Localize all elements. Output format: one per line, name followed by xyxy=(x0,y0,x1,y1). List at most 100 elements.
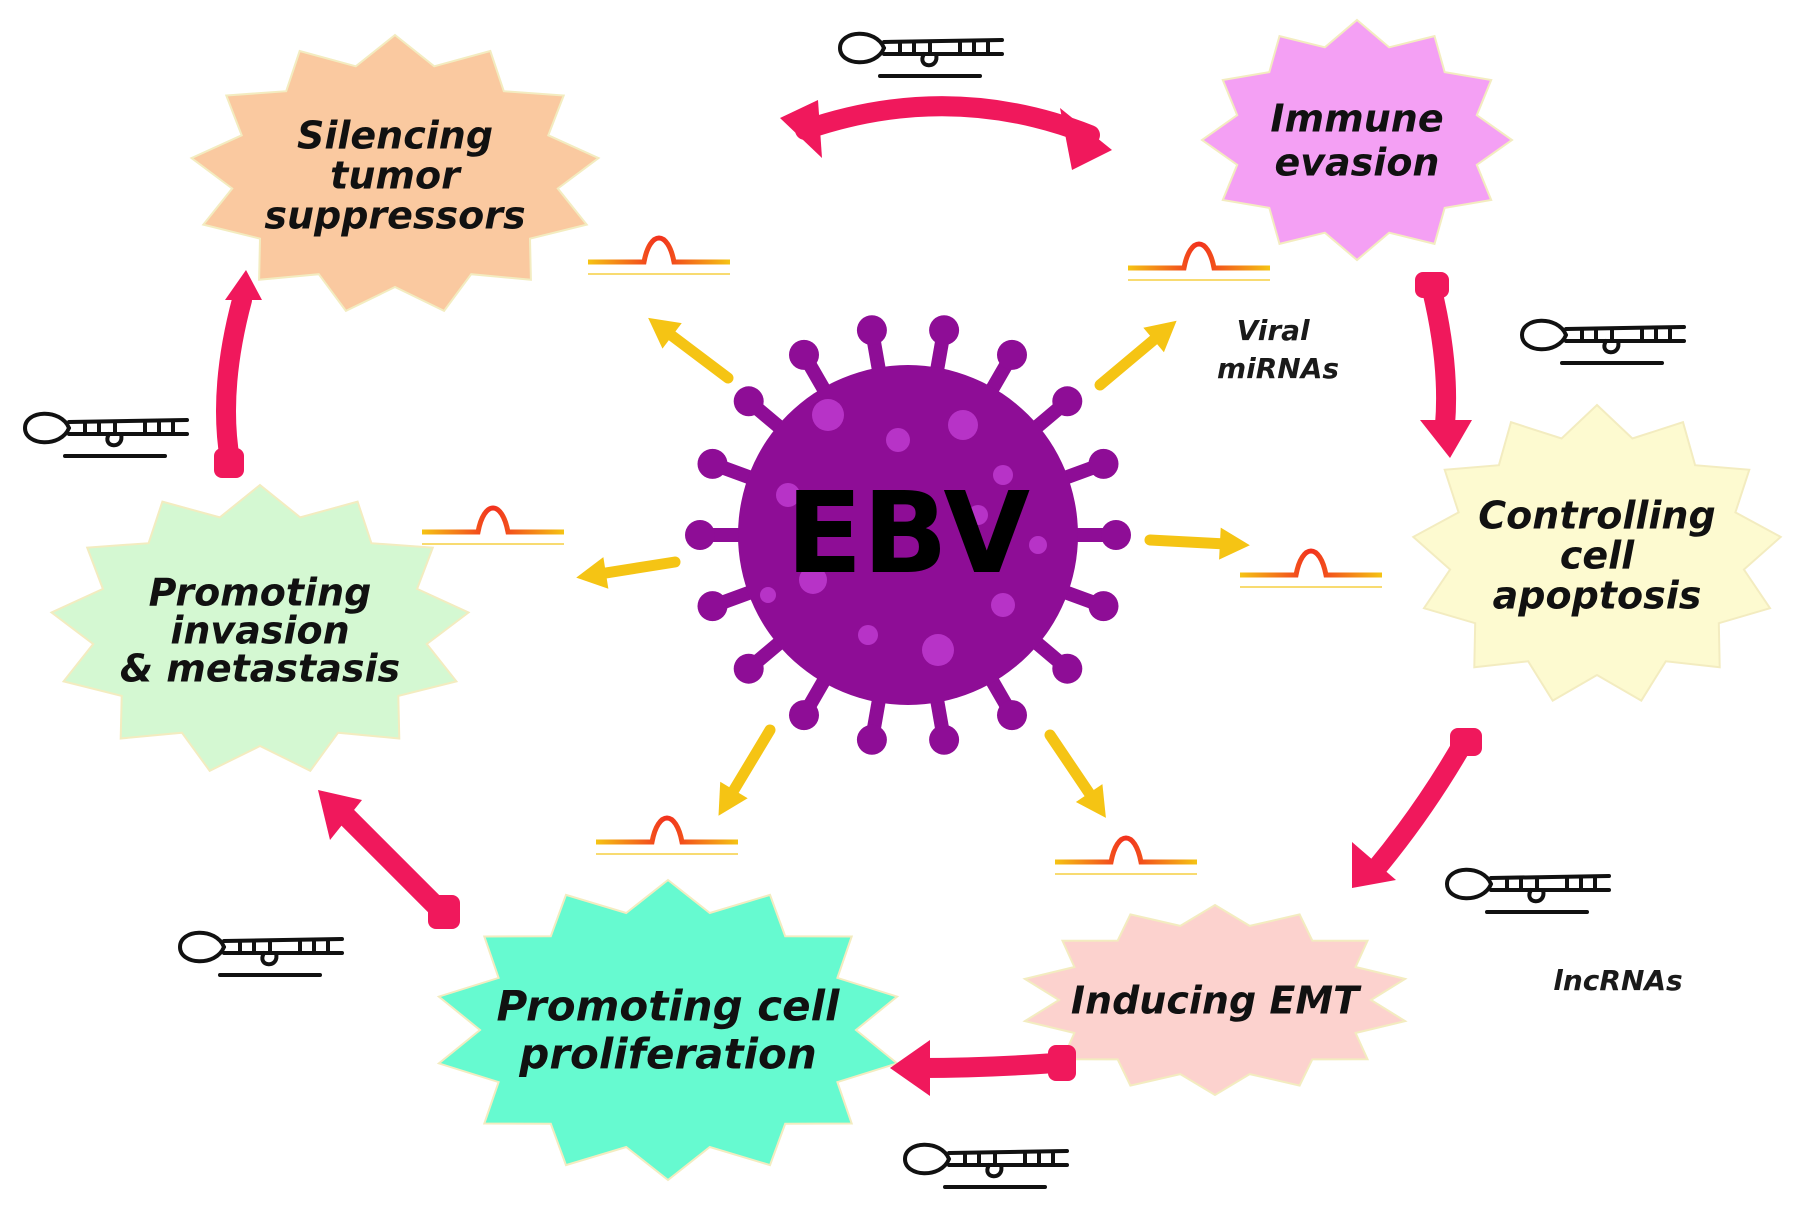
lncrna-icon xyxy=(178,930,344,977)
cycle-arrowhead xyxy=(1352,842,1396,888)
mirna-icon xyxy=(1055,838,1197,890)
virus-spike-cap xyxy=(697,448,728,479)
cycle-arrowhead xyxy=(225,270,262,300)
virus-icon xyxy=(685,315,1131,755)
virus-spot xyxy=(1029,536,1047,554)
process-label-emt: Inducing EMT xyxy=(1071,978,1362,1022)
process-burst-emt xyxy=(1022,903,1408,1097)
process-label-line: Controlling xyxy=(1478,493,1715,537)
cycle-arrow-tail xyxy=(428,895,460,929)
process-label-line: invasion xyxy=(170,608,349,652)
mirna-icon xyxy=(596,818,738,870)
process-label-line: Promoting xyxy=(149,570,372,614)
cycle-arrow-bottom-left xyxy=(330,800,450,920)
process-label-line: evasion xyxy=(1275,140,1440,184)
virus-spike-cap xyxy=(697,591,728,622)
mirna-icon xyxy=(1240,551,1382,603)
yellow-arrow xyxy=(639,305,738,391)
virus-spike-cap xyxy=(856,315,887,346)
process-burst-apoptosis xyxy=(1411,403,1783,702)
virus-spot xyxy=(922,634,954,666)
lncrna-icon xyxy=(903,1142,1069,1189)
cycle-arrowhead xyxy=(1420,420,1472,458)
process-label-line: cell xyxy=(1560,533,1635,577)
viral-mirnas-label: Viral miRNAs xyxy=(1217,314,1339,385)
mirna-icon xyxy=(422,508,564,560)
lncrna-icon xyxy=(838,31,1004,78)
process-label-line: Silencing xyxy=(297,113,493,157)
cycle-arrow-tail xyxy=(1415,272,1449,298)
mirna-icon xyxy=(1128,244,1270,296)
virus-spike-cap xyxy=(997,339,1027,370)
lncrna-icon xyxy=(1445,867,1611,914)
virus-spike-cap xyxy=(1101,520,1131,550)
cycle-arrow-tail xyxy=(1048,1045,1076,1081)
virus-body xyxy=(738,365,1078,705)
cycle-arrow-tail xyxy=(1450,728,1482,756)
process-label-line: & metastasis xyxy=(120,646,400,690)
process-label-line: tumor xyxy=(330,153,462,197)
process-label-line: Promoting cell xyxy=(497,982,841,1031)
virus-spike-cap xyxy=(997,700,1027,731)
virus-spike-cap xyxy=(1052,653,1083,684)
virus-spot xyxy=(858,625,878,645)
cycle-arrow-right-top xyxy=(1422,280,1457,435)
virus-spike-cap xyxy=(733,653,764,684)
center-label: EBV xyxy=(786,469,1030,599)
cycle-arrow-left xyxy=(216,290,252,470)
virus-spike-cap xyxy=(685,520,715,550)
virus-spike-cap xyxy=(1052,386,1083,417)
virus-spot xyxy=(948,410,978,440)
cycle-arrowhead xyxy=(1060,108,1112,170)
virus-spot xyxy=(886,428,910,452)
virus-spike-cap xyxy=(929,724,960,755)
lncrnas-label: lncRNAs xyxy=(1553,964,1682,997)
virus-spike-cap xyxy=(733,386,764,417)
cycle-arrow-top xyxy=(795,96,1100,145)
viral-mirnas-line-1: Viral xyxy=(1237,314,1310,347)
cycle-arrow-bottom xyxy=(910,1053,1065,1078)
virus-spike-cap xyxy=(1088,591,1119,622)
virus-spot xyxy=(799,566,827,594)
yellow-arrow xyxy=(705,722,784,824)
virus-spike-cap xyxy=(1088,448,1119,479)
lncrna-icon xyxy=(1520,318,1686,365)
process-label-line: apoptosis xyxy=(1493,573,1702,617)
process-burst-invasion xyxy=(49,483,471,773)
cycle-arrow-right-bottom xyxy=(1365,730,1475,880)
virus-spot xyxy=(993,465,1013,485)
virus-spot xyxy=(991,593,1015,617)
lncrna-icon xyxy=(23,411,189,458)
process-label-line: Inducing EMT xyxy=(1071,978,1362,1022)
cycle-arrow-tail xyxy=(214,448,244,478)
process-label-line: Immune xyxy=(1270,96,1443,140)
virus-spike-cap xyxy=(856,724,887,755)
process-label-line: proliferation xyxy=(518,1030,816,1079)
virus-spot xyxy=(776,483,800,507)
process-burst-silencing xyxy=(189,33,601,313)
process-burst-proliferation xyxy=(436,878,900,1182)
viral-mirnas-line-2: miRNAs xyxy=(1217,352,1339,385)
virus-spot xyxy=(812,399,844,431)
process-burst-immune xyxy=(1200,18,1514,262)
yellow-arrow xyxy=(1037,726,1119,827)
yellow-arrow xyxy=(1149,524,1251,561)
process-label-line: suppressors xyxy=(264,193,525,237)
yellow-arrow xyxy=(1090,308,1187,397)
yellow-arrow xyxy=(574,546,678,593)
cycle-arrowhead xyxy=(318,790,362,840)
cycle-arrowhead xyxy=(890,1040,930,1096)
virus-spike-cap xyxy=(929,315,960,346)
virus-spike-cap xyxy=(789,339,819,370)
virus-spot xyxy=(760,587,776,603)
mirna-icon xyxy=(588,238,730,290)
cycle-arrowhead xyxy=(780,100,822,158)
virus-spot xyxy=(968,505,988,525)
virus-spike-cap xyxy=(789,700,819,731)
